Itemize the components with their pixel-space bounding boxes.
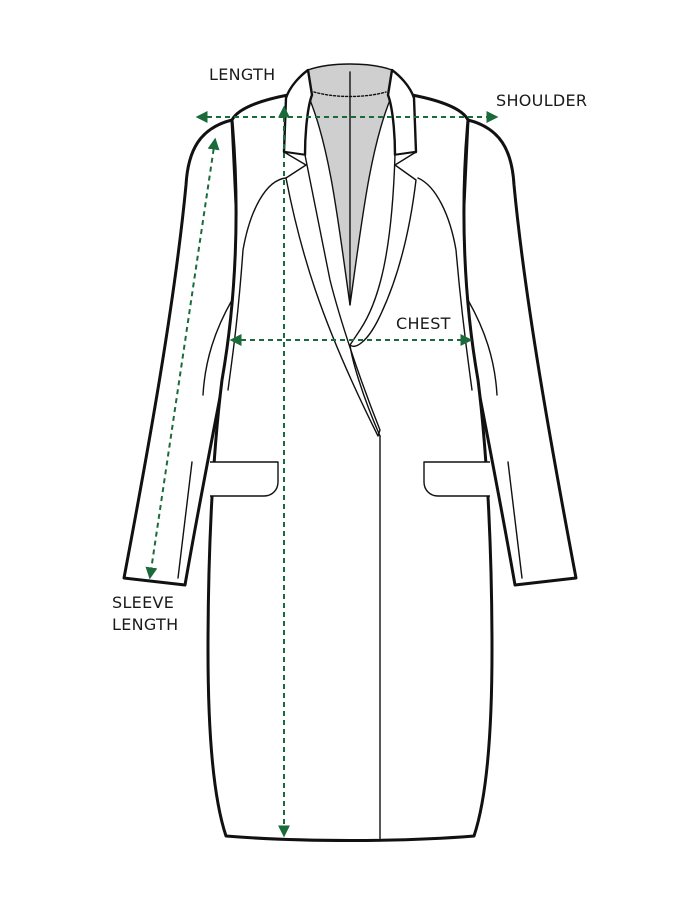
right-side-seam	[417, 177, 473, 391]
chest-label: CHEST	[396, 314, 451, 333]
right-cuff-line	[507, 461, 523, 579]
length-label: LENGTH	[209, 65, 276, 84]
sleeve-length-measure-line	[145, 137, 220, 580]
neck-stitch	[313, 91, 387, 98]
right-sleeve-fold	[467, 299, 498, 396]
sleeve-length-label-line2: LENGTH	[112, 615, 179, 634]
left-side-seam	[227, 177, 287, 391]
right-pocket-flap	[423, 461, 490, 497]
front-overlap	[349, 344, 381, 437]
lapel-left	[283, 151, 381, 437]
sleeve-length-label-line1: SLEEVE	[112, 593, 175, 612]
shoulder-label: SHOULDER	[496, 91, 588, 110]
left-pocket-flap	[210, 461, 279, 497]
